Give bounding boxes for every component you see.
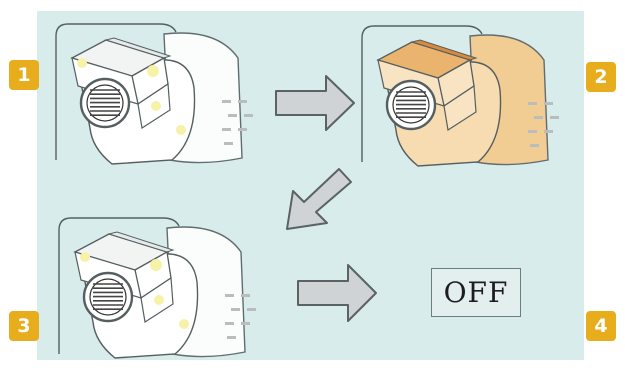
off-label: OFF — [431, 268, 521, 317]
indoor-unit-step3-icon — [55, 212, 265, 362]
step-4-badge: 4 — [586, 311, 616, 341]
indoor-unit-step1-icon — [52, 18, 262, 168]
step-3-badge: 3 — [9, 311, 39, 341]
arrow-right-icon-2 — [296, 262, 378, 324]
indoor-unit-step2-heating-icon — [358, 20, 568, 170]
step-1-badge: 1 — [9, 60, 39, 90]
step-2-badge: 2 — [586, 62, 616, 92]
arrow-down-left-icon — [283, 165, 355, 233]
arrow-right-icon — [274, 74, 356, 132]
